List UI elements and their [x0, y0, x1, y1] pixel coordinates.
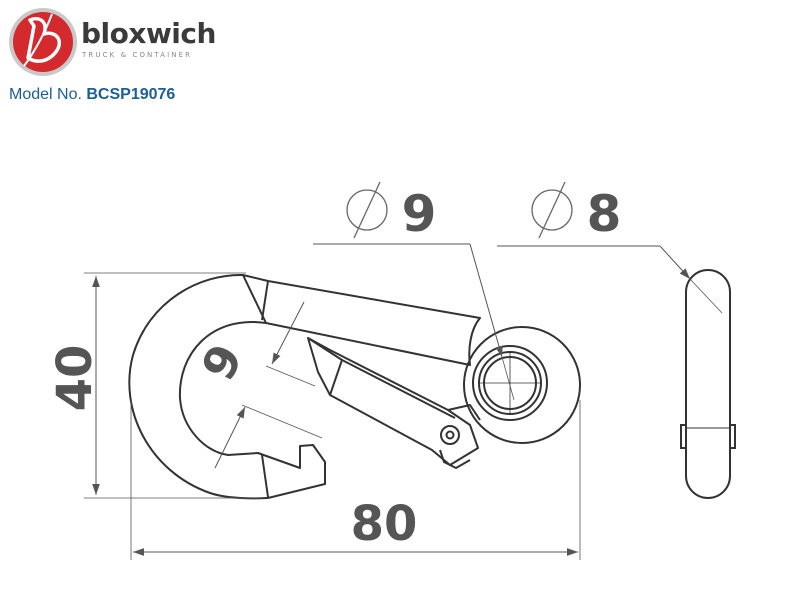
wire-diameter-slash	[538, 181, 566, 239]
eye-leader-arrow	[469, 243, 503, 358]
snap-hook-outline	[128, 273, 581, 500]
eye-diameter-value: 9	[402, 185, 437, 243]
eye-diameter-slash	[353, 181, 381, 239]
eye-ring-outer	[463, 326, 581, 444]
eye-diameter-symbol	[346, 189, 388, 231]
eye-leader-through	[501, 356, 515, 401]
opening-arrow-lower	[214, 406, 246, 469]
brand-name: bloxwich	[81, 17, 216, 50]
wire-leader-through	[689, 278, 723, 314]
dimension-lines	[84, 243, 723, 560]
model-label: Model No.	[9, 86, 82, 103]
brand-tagline: TRUCK & CONTAINER	[82, 51, 193, 59]
spring-gate	[307, 337, 479, 466]
wire-leader-arrow	[659, 245, 691, 280]
diameter-symbols	[346, 181, 573, 239]
spine-joint-line	[261, 280, 269, 321]
opening-arrow-upper	[271, 301, 305, 365]
gate-hinge-plate	[447, 404, 481, 421]
height-dimension-value: 40	[47, 345, 103, 412]
hook-nose	[227, 444, 326, 499]
hook-tip-line	[261, 454, 269, 498]
logo-letter-b	[26, 17, 62, 63]
width-dimension-value: 80	[351, 496, 418, 552]
hook-outer-curve	[128, 273, 269, 500]
gate-hinge-link	[439, 449, 471, 469]
model-line: Model No. BCSP19076	[9, 86, 175, 104]
hook-spine	[242, 274, 481, 366]
hook-inner-curve	[178, 320, 267, 456]
eye-ring-boss	[472, 345, 548, 421]
gate-edge	[341, 359, 456, 419]
side-profile-outline	[685, 269, 731, 499]
logo-swoosh	[23, 13, 53, 67]
brand-logo	[9, 8, 77, 76]
side-profile	[680, 269, 736, 499]
wire-diameter-symbol	[531, 189, 573, 231]
opening-extension-upper	[265, 365, 316, 387]
model-number: BCSP19076	[86, 86, 176, 103]
gate-rivet	[440, 425, 460, 445]
centre-marks	[478, 352, 542, 414]
wire-diameter-value: 8	[587, 185, 622, 243]
opening-extension-lower	[241, 404, 323, 439]
side-profile-pin-right	[730, 424, 736, 449]
side-profile-pin-left	[680, 424, 686, 449]
gate-rivet-center	[445, 430, 455, 440]
